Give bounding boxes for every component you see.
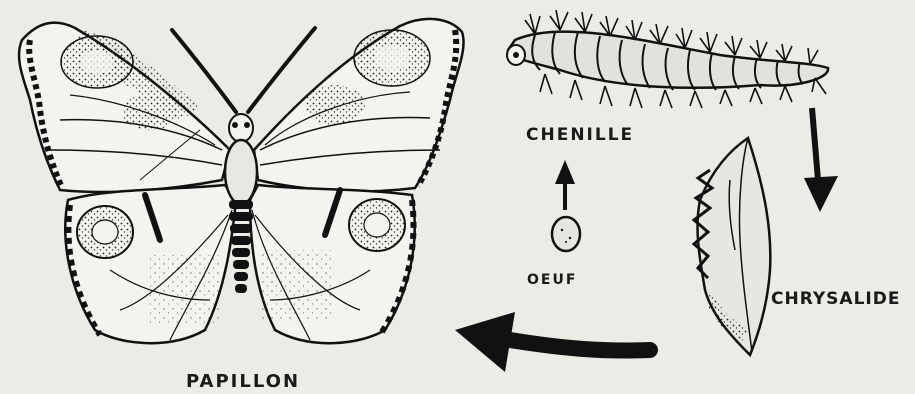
egg-illustration (552, 217, 580, 251)
chrysalis-illustration (694, 138, 770, 355)
chrysalis-label: CHRYSALIDE (771, 289, 900, 309)
arrow-chrysalis-to-butterfly (455, 312, 650, 372)
butterfly-label: PAPILLON (186, 371, 300, 392)
arrow-egg-to-caterpillar (555, 160, 575, 210)
arrow-caterpillar-to-chrysalis (804, 108, 838, 212)
caterpillar-label: CHENILLE (526, 125, 634, 145)
egg-label: OEUF (527, 272, 577, 288)
caterpillar-illustration (507, 10, 828, 108)
butterfly-illustration (19, 19, 464, 343)
